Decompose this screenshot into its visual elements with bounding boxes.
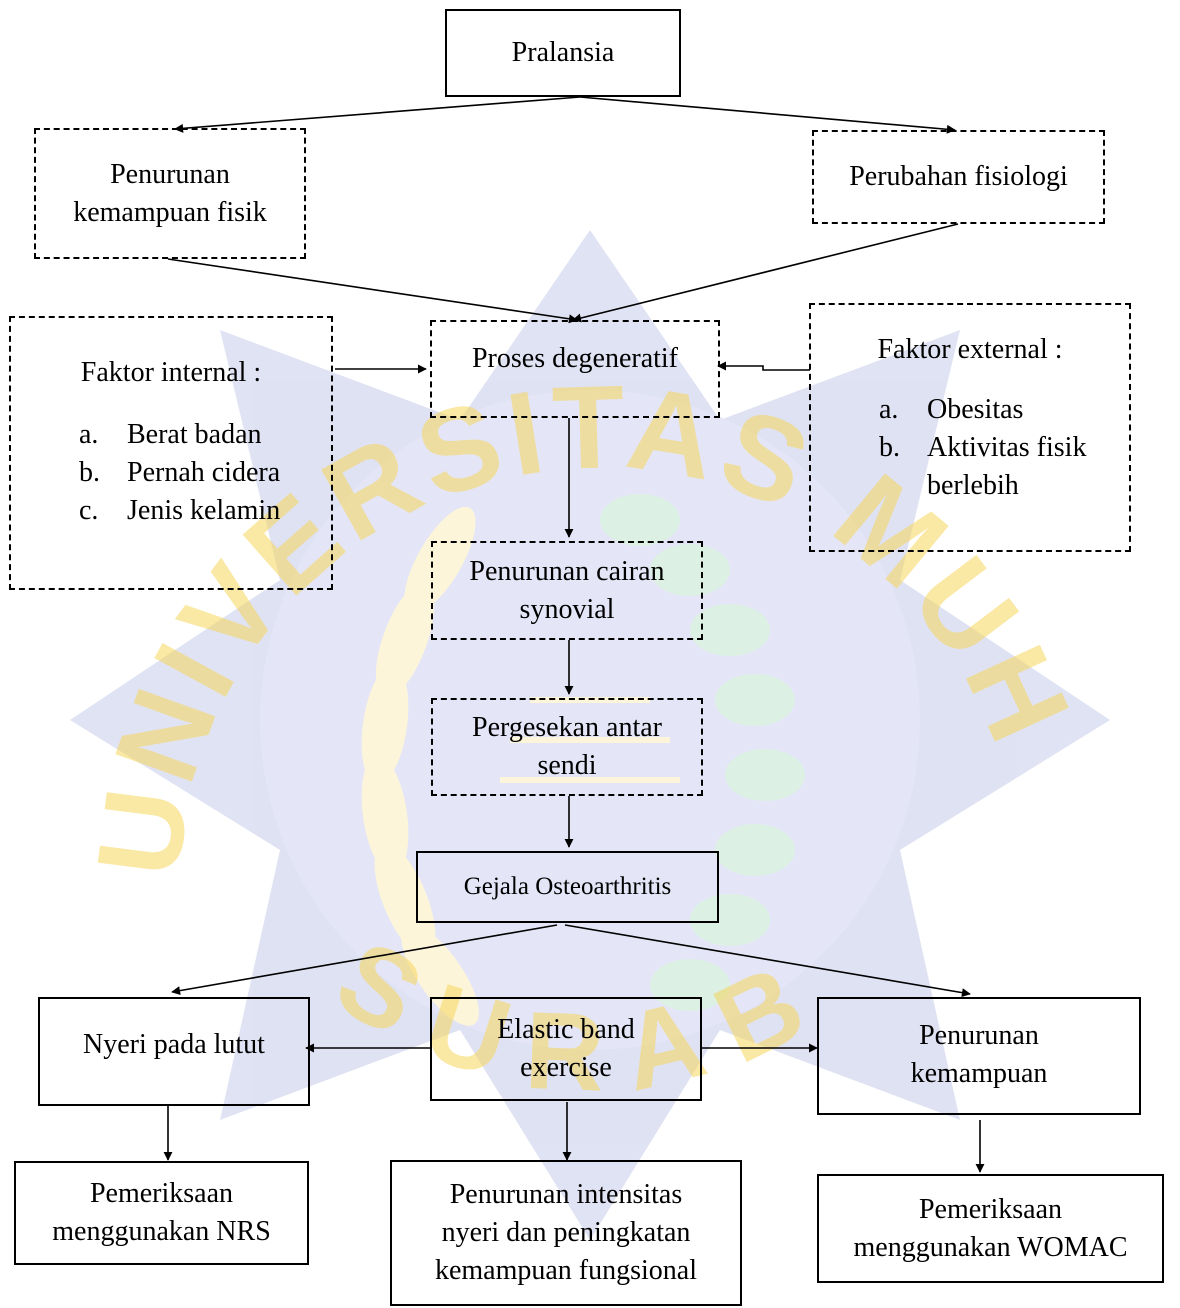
- node-line: sendi: [537, 750, 597, 781]
- list-item: c.Jenis kelamin: [79, 495, 281, 526]
- node-line: nyeri dan peningkatan: [441, 1217, 691, 1248]
- arrow-fisik-to-degeneratif: [167, 258, 578, 324]
- faktor-internal-list: a.Berat badan b.Pernah cidera c.Jenis ke…: [79, 416, 280, 530]
- list-item: b.Aktivitas fisik: [879, 432, 1087, 463]
- node-elastic-band-exercise: Elastic band exercise: [430, 997, 702, 1101]
- node-line: menggunakan WOMAC: [853, 1231, 1128, 1263]
- list-item: b.Pernah cidera: [79, 457, 281, 488]
- node-proses-degeneratif-label: Proses degeneratif: [471, 343, 679, 374]
- arrow-external-to-degeneratif: [717, 361, 810, 371]
- node-gejala-osteoarthritis: Gejala Osteoarthritis: [416, 851, 719, 923]
- node-gejala-label: Gejala Osteoarthritis: [463, 873, 672, 900]
- list-item: a.Obesitas: [879, 394, 1024, 425]
- node-line: kemampuan fungsional: [434, 1255, 698, 1286]
- faktor-external-list: a.Obesitas b.Aktivitas fisik berlebih: [879, 391, 1086, 505]
- node-line: Penurunan intensitas: [449, 1179, 683, 1210]
- list-item: a.Berat badan: [79, 419, 262, 450]
- node-faktor-external: Faktor external : a.Obesitas b.Aktivitas…: [809, 303, 1131, 552]
- node-pralansia: Pralansia: [445, 9, 681, 97]
- list-item: berlebih: [927, 470, 1019, 501]
- node-penurunan-intensitas-nyeri: Penurunan intensitas nyeri dan peningkat…: [390, 1160, 742, 1306]
- node-line: Pergesekan antar: [472, 712, 662, 743]
- node-line: Penurunan: [919, 1020, 1039, 1051]
- arrow-pralansia-to-fisiologi: [579, 96, 956, 134]
- node-pergesekan-antar-sendi: Pergesekan antar sendi: [431, 698, 703, 796]
- node-line: kemampuan fisik: [73, 196, 267, 228]
- node-penurunan-kemampuan: Penurunan kemampuan: [817, 997, 1141, 1115]
- node-line: Elastic band: [497, 1014, 635, 1045]
- arrow-fisiologi-to-degeneratif: [572, 223, 959, 323]
- node-penurunan-cairan-synovial: Penurunan cairan synovial: [431, 541, 703, 640]
- node-pralansia-label: Pralansia: [511, 37, 615, 68]
- node-perubahan-fisiologi-label: Perubahan fisiologi: [849, 161, 1068, 192]
- node-line: Pemeriksaan: [89, 1178, 234, 1209]
- arrow-pralansia-to-fisik: [174, 96, 581, 133]
- node-line: kemampuan: [910, 1058, 1048, 1089]
- node-line: synovial: [519, 593, 615, 625]
- node-line: menggunakan NRS: [52, 1216, 271, 1247]
- node-perubahan-fisiologi: Perubahan fisiologi: [812, 130, 1105, 224]
- node-nyeri-pada-lutut: Nyeri pada lutut: [38, 997, 310, 1106]
- faktor-external-title: Faktor external :: [877, 334, 1063, 365]
- node-faktor-internal: Faktor internal : a.Berat badan b.Pernah…: [9, 316, 333, 590]
- node-line: exercise: [520, 1052, 612, 1083]
- node-proses-degeneratif: Proses degeneratif: [430, 320, 720, 418]
- node-line: Penurunan: [110, 158, 230, 190]
- node-line: Pemeriksaan: [918, 1193, 1063, 1225]
- node-pemeriksaan-nrs: Pemeriksaan menggunakan NRS: [14, 1161, 309, 1265]
- arrow-gejala-to-kemampuan: [564, 924, 971, 998]
- node-penurunan-kemampuan-fisik: Penurunan kemampuan fisik: [34, 128, 306, 259]
- node-nyeri-label: Nyeri pada lutut: [83, 1029, 265, 1060]
- node-line: Penurunan cairan: [469, 555, 665, 587]
- faktor-internal-title: Faktor internal :: [80, 357, 262, 388]
- node-pemeriksaan-womac: Pemeriksaan menggunakan WOMAC: [817, 1174, 1164, 1283]
- arrow-gejala-to-nyeri: [171, 924, 558, 996]
